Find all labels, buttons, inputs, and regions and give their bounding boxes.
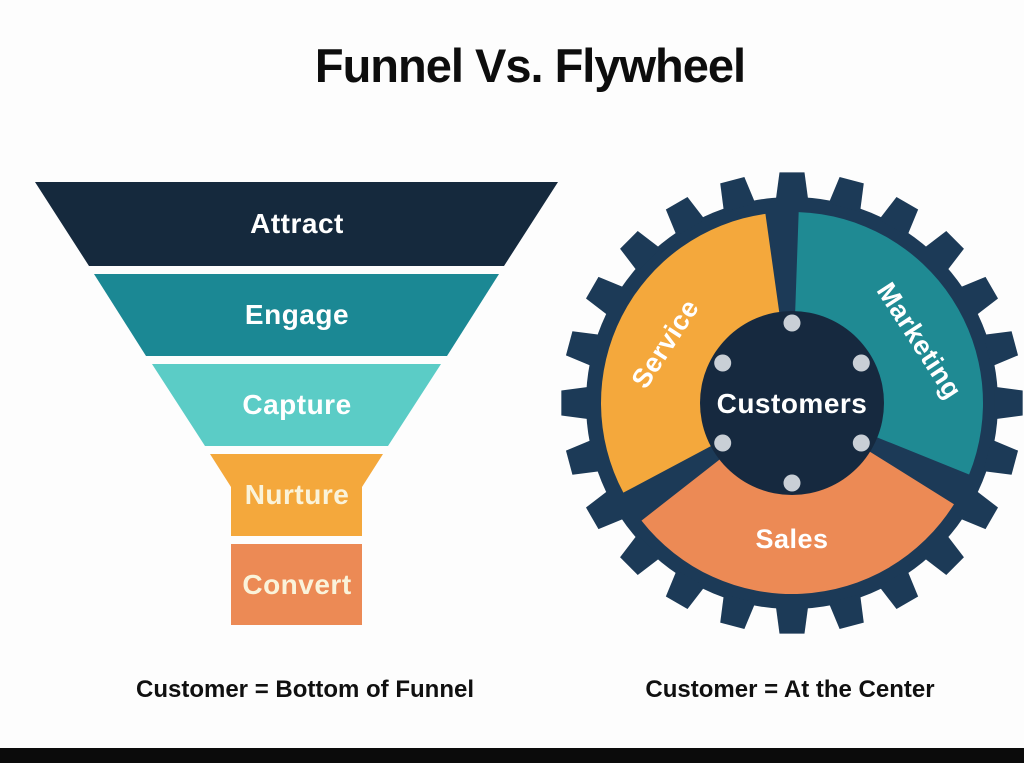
gear-tooth (923, 231, 964, 272)
gear-tooth (720, 594, 756, 630)
bolt-dot (852, 434, 870, 452)
gear-tooth (879, 196, 919, 236)
gear-tooth (775, 605, 809, 634)
gear-tooth (828, 176, 864, 212)
bolt-dot (714, 354, 732, 372)
funnel-stage-engage: Engage (94, 274, 499, 356)
funnel-stage-label: Convert (242, 568, 352, 600)
gear-tooth (620, 231, 661, 272)
gear-tooth (959, 490, 999, 530)
funnel-stage-capture: Capture (152, 364, 441, 446)
gear-tooth (983, 439, 1019, 475)
hub-circle (700, 311, 884, 495)
flywheel-segment-sales (641, 450, 954, 594)
funnel-stage-label: Nurture (244, 479, 350, 510)
gear-tooth (923, 534, 964, 575)
gear-tooth (565, 331, 601, 367)
gear-tooth (620, 534, 661, 575)
flywheel-caption: Customer = At the Center (645, 676, 935, 703)
bolt-dot (783, 474, 801, 492)
gear-tooth (959, 276, 999, 316)
gear-tooth (879, 570, 919, 610)
gear-tooth (565, 439, 601, 475)
funnel-stage-label: Engage (244, 299, 350, 330)
gear-tooth (775, 172, 809, 201)
flywheel: Service Marketing Sales Customers (561, 172, 1023, 634)
flywheel-segment-marketing (795, 212, 983, 475)
gear-tooth (585, 490, 625, 530)
bolt-dot (783, 314, 801, 332)
gear-tooth (585, 276, 625, 316)
gear-tooth (720, 176, 756, 212)
gear-tooth (994, 386, 1023, 420)
funnel-stage-nurture: Nurture (210, 454, 383, 536)
funnel-stage-label: Attract (250, 208, 344, 239)
flywheel-segment-service (601, 213, 780, 493)
bolt-dot (714, 434, 732, 452)
funnel-stage-attract: Attract (35, 182, 558, 266)
segment-label-sales: Sales (755, 524, 828, 554)
funnel: Attract Engage Capture Nurture Convert (35, 182, 559, 625)
bolt-dot (852, 354, 870, 372)
gear-tooth (665, 196, 705, 236)
funnel-stage-label: Capture (242, 389, 352, 420)
funnel-caption: Customer = Bottom of Funnel (136, 676, 474, 703)
bolt-dots (714, 314, 870, 492)
funnel-stage-convert: Convert (231, 544, 362, 625)
customers-label: Customers (717, 388, 868, 419)
flywheel-segments (601, 212, 983, 594)
bottom-bar (0, 748, 1024, 763)
gear-tooth (828, 594, 864, 630)
gear-tooth (983, 331, 1019, 367)
gear-tooth (665, 570, 705, 610)
gear-tooth (561, 386, 590, 420)
page-title: Funnel Vs. Flywheel (314, 39, 746, 92)
